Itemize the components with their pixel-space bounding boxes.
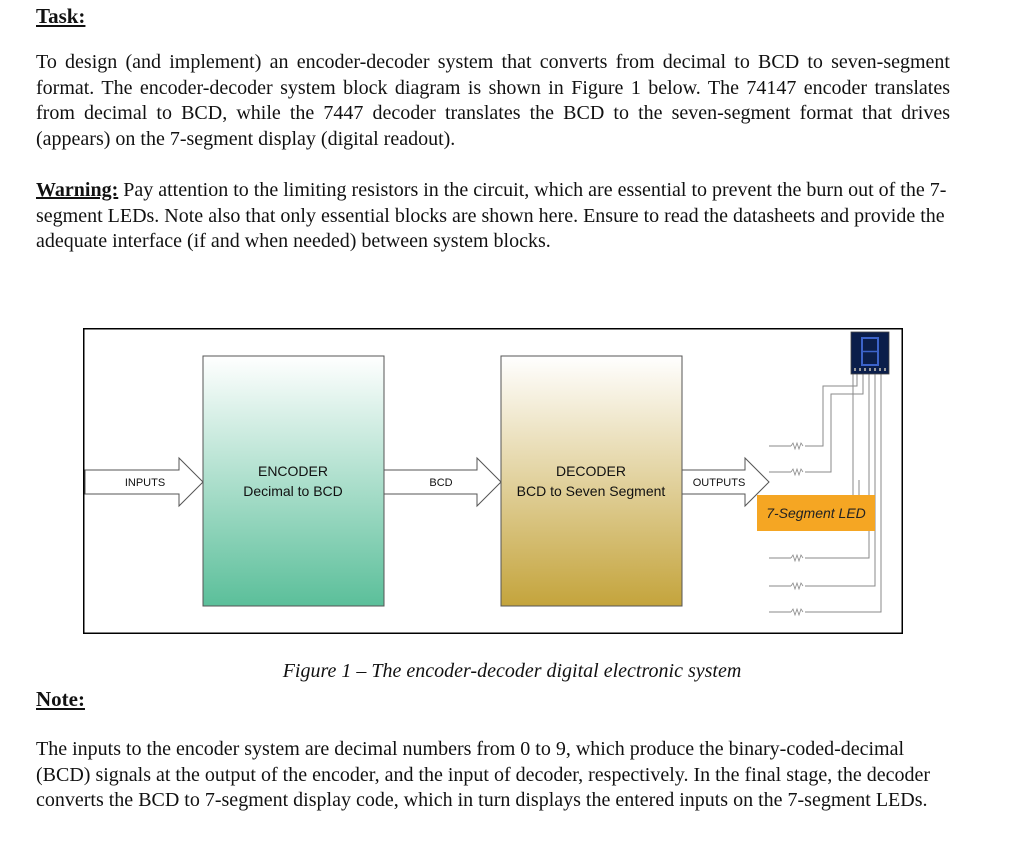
- resistor-symbols: [790, 441, 804, 617]
- block-diagram-figure: INPUTS ENCODER Decimal to BCD BCD DECODE…: [83, 328, 903, 634]
- led-label: 7-Segment LED: [766, 505, 866, 521]
- inputs-label: INPUTS: [125, 477, 165, 489]
- bcd-label: BCD: [429, 477, 452, 489]
- figure-caption: Figure 1 – The encoder-decoder digital e…: [282, 660, 742, 682]
- encoder-block: [202, 355, 385, 607]
- led-label-box: [757, 495, 875, 531]
- encoder-subtitle: Decimal to BCD: [243, 483, 343, 499]
- outputs-label: OUTPUTS: [693, 477, 746, 489]
- task-heading: Task:: [36, 4, 86, 28]
- warning-paragraph: Warning: Pay attention to the limiting r…: [36, 178, 950, 255]
- bcd-arrow: [383, 456, 502, 508]
- task-paragraph: To design (and implement) an encoder-dec…: [36, 51, 950, 150]
- note-paragraph: The inputs to the encoder system are dec…: [36, 738, 931, 811]
- warning-text: Pay attention to the limiting resistors …: [36, 179, 947, 252]
- seven-segment-display-icon: [850, 331, 890, 375]
- decoder-subtitle: BCD to Seven Segment: [517, 483, 666, 499]
- encoder-title: ENCODER: [258, 463, 328, 479]
- decoder-block: [500, 355, 683, 607]
- inputs-arrow: [84, 456, 204, 508]
- note-heading: Note:: [36, 687, 85, 711]
- outputs-arrow: [681, 456, 770, 508]
- warning-label: Warning:: [36, 179, 119, 201]
- decoder-title: DECODER: [556, 463, 626, 479]
